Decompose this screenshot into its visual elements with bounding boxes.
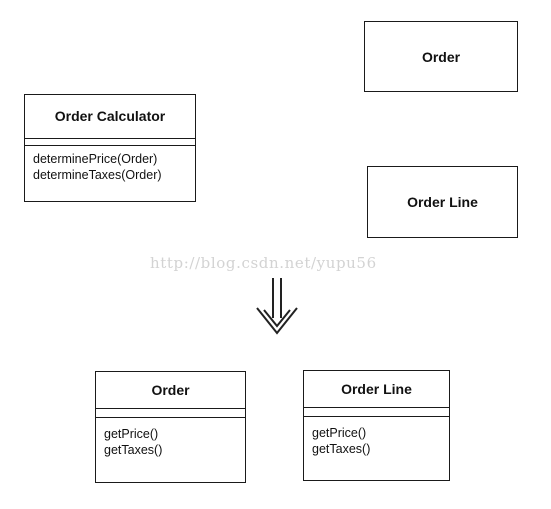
double-down-arrow-icon — [256, 278, 298, 335]
class-divider — [304, 416, 449, 417]
class-divider — [25, 145, 195, 146]
class-methods: getPrice() getTaxes() — [304, 417, 449, 457]
class-divider — [96, 408, 245, 417]
class-methods: determinePrice(Order) determineTaxes(Ord… — [25, 146, 195, 183]
class-divider — [304, 407, 449, 416]
watermark-text: http://blog.csdn.net/yupu56 — [150, 254, 377, 272]
class-name: Order Line — [341, 381, 412, 397]
method-item: getTaxes() — [312, 442, 371, 456]
class-name: Order — [421, 48, 461, 65]
class-divider — [96, 417, 245, 418]
class-divider — [25, 138, 195, 145]
method-item: determinePrice(Order) — [33, 152, 158, 166]
method-item: getPrice() — [104, 427, 159, 441]
class-methods: getPrice() getTaxes() — [96, 418, 245, 458]
order-line-class-bottom: Order Line getPrice() getTaxes() — [303, 370, 450, 481]
method-item: getTaxes() — [104, 443, 163, 457]
method-item: getPrice() — [312, 426, 367, 440]
order-class-bottom: Order getPrice() getTaxes() — [95, 371, 246, 483]
class-name: Order Line — [407, 194, 478, 210]
class-name: Order Calculator — [54, 108, 166, 124]
class-name: Order — [151, 382, 190, 398]
order-class-top: Order — [364, 21, 518, 92]
order-line-class-top: Order Line — [367, 166, 518, 238]
method-item: determineTaxes(Order) — [33, 168, 162, 182]
order-calculator-class: Order Calculator determinePrice(Order) d… — [24, 94, 196, 202]
